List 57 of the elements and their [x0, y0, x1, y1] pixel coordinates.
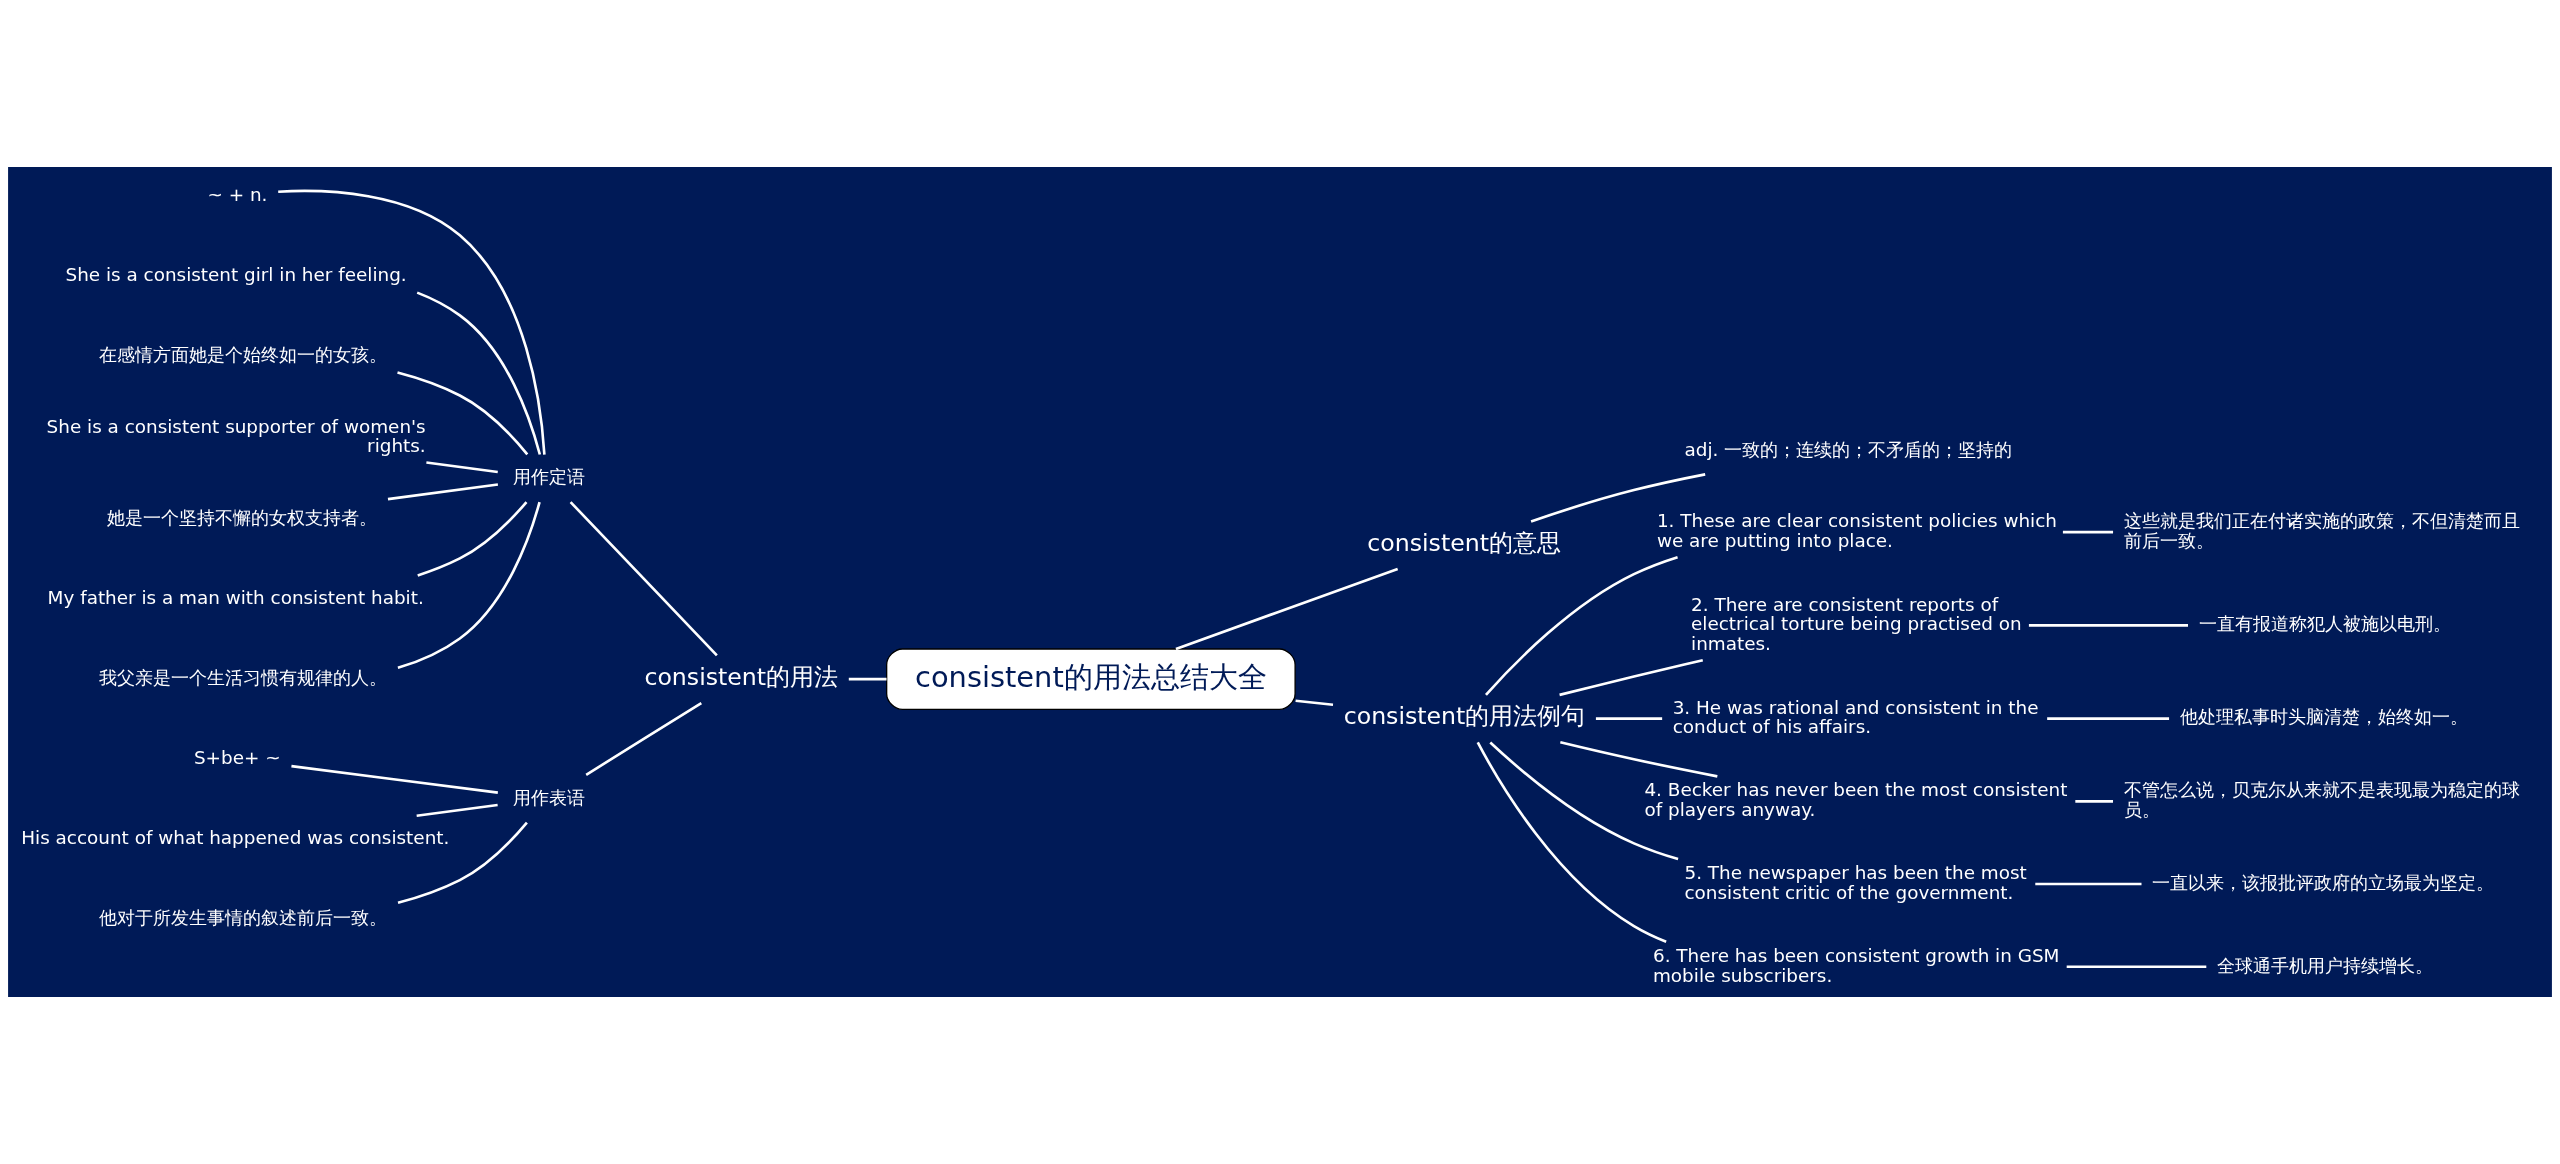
node-text: 5. The newspaper has been the most consistent critic of the government. — [1684, 862, 2027, 903]
node-text: 用作表语 — [512, 786, 585, 808]
connector — [585, 701, 702, 776]
node-text: 一直以来，该报批评政府的立场最为坚定。 — [2152, 871, 2495, 893]
connector — [278, 189, 546, 455]
node-text: 这些就是我们正在付诸实施的政策，不但清楚而且前后一致。 — [2123, 510, 2520, 551]
node-text: 4. Becker has never been the most consistent of players anyway. — [1644, 779, 2068, 821]
node-text: 3. He was rational and consistent in the conduct of his affairs. — [1672, 696, 2039, 738]
connector — [416, 803, 498, 818]
node-text: 用作定语 — [512, 466, 585, 488]
connector — [291, 764, 498, 794]
node-text: 6. There has been consistent growth in GSM mobile subscribers. — [1652, 944, 2060, 986]
node-text: 不管怎么说，贝克尔从来就不是表现最为稳定的球员。 — [2123, 779, 2520, 821]
node-text: 我父亲是一个生活习惯有规律的人。 — [98, 667, 387, 689]
node-text: consistent的意思 — [1367, 529, 1561, 558]
connector — [426, 461, 498, 474]
connector — [2047, 717, 2170, 720]
connector — [2028, 624, 2188, 627]
node-text: S+be+ ~ — [193, 747, 281, 769]
connector — [2066, 965, 2207, 969]
connector — [387, 483, 499, 501]
connector — [1559, 658, 1704, 697]
node-text: consistent的用法 — [644, 662, 839, 691]
node-text: 一直有报道称犯人被施以电刑。 — [2198, 613, 2451, 635]
node-text: ~ + n. — [207, 183, 268, 205]
connector — [397, 371, 529, 456]
node-text: 在感情方面她是个始终如一的女孩。 — [98, 343, 387, 365]
connector — [417, 501, 528, 577]
node-text: adj. 一致的；连续的；不矛盾的；坚持的 — [1684, 438, 2013, 460]
connector — [2075, 800, 2113, 803]
node-text: 2. There are consistent reports of electrical torture being practised on inmates. — [1691, 593, 2022, 654]
connector — [1175, 567, 1399, 651]
node-text: 全球通手机用户持续增长。 — [2217, 954, 2434, 976]
connector — [397, 821, 528, 905]
connector — [848, 677, 887, 681]
connector — [1485, 555, 1678, 696]
node-text: She is a consistent girl in her feeling. — [65, 263, 407, 285]
node-text: 她是一个坚持不懈的女权支持者。 — [107, 506, 378, 528]
node-text: 1. These are clear consistent policies which we are putting into place. — [1656, 510, 2057, 551]
connector — [1295, 699, 1334, 707]
node-text: consistent的用法例句 — [1343, 702, 1586, 731]
connector — [2062, 530, 2114, 534]
connector — [416, 291, 542, 455]
connector — [2035, 882, 2142, 886]
node-text: My father is a man with consistent habit. — [47, 586, 424, 608]
connector — [1595, 717, 1663, 720]
connector — [1476, 741, 1667, 943]
connector — [397, 501, 541, 670]
node-text: 他对于所发生事情的叙述前后一致。 — [98, 907, 387, 929]
node-text: His account of what happened was consistent. — [21, 827, 450, 849]
connector — [1489, 741, 1679, 861]
node-box: consistent的用法总结大全 — [886, 648, 1296, 711]
node-text: 他处理私事时头脑清楚，始终如一。 — [2179, 706, 2468, 728]
node-text: She is a consistent supporter of women's rights. — [46, 415, 426, 457]
connector — [1560, 741, 1718, 778]
connector — [1530, 473, 1706, 523]
connector — [569, 501, 718, 657]
